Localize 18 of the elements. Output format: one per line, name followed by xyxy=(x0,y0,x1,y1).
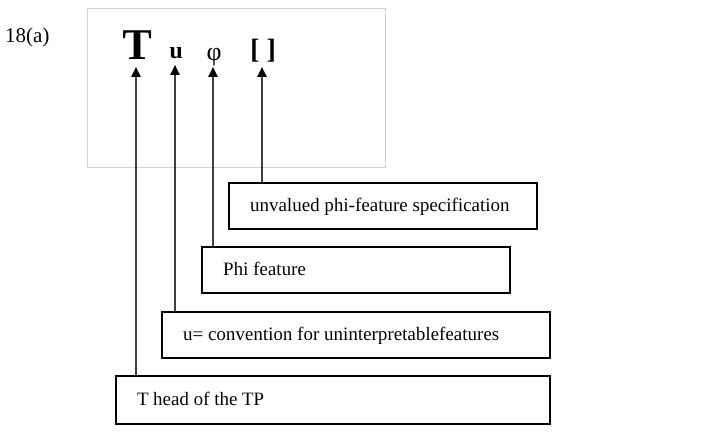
symbol-text: [ ] xyxy=(241,33,285,67)
box-text: Phi feature xyxy=(223,258,306,282)
box-text: u= convention for uninterpretablefeatures xyxy=(183,322,500,347)
label-box xyxy=(228,182,538,230)
box-text: unvalued phi-feature specification xyxy=(250,194,510,218)
arrow xyxy=(131,67,141,375)
symbol-text: φ xyxy=(204,37,224,67)
symbol-text: T xyxy=(122,23,152,67)
arrow xyxy=(170,65,180,311)
label-box xyxy=(115,375,551,425)
label-box xyxy=(201,246,511,294)
arrow xyxy=(208,67,218,246)
symbol-text: u xyxy=(167,37,185,65)
example-number: 18(a) xyxy=(5,22,50,49)
arrow xyxy=(257,67,267,182)
box-text: T head of the TP xyxy=(137,388,264,412)
symbol-frame xyxy=(87,8,386,168)
label-box xyxy=(161,311,551,359)
